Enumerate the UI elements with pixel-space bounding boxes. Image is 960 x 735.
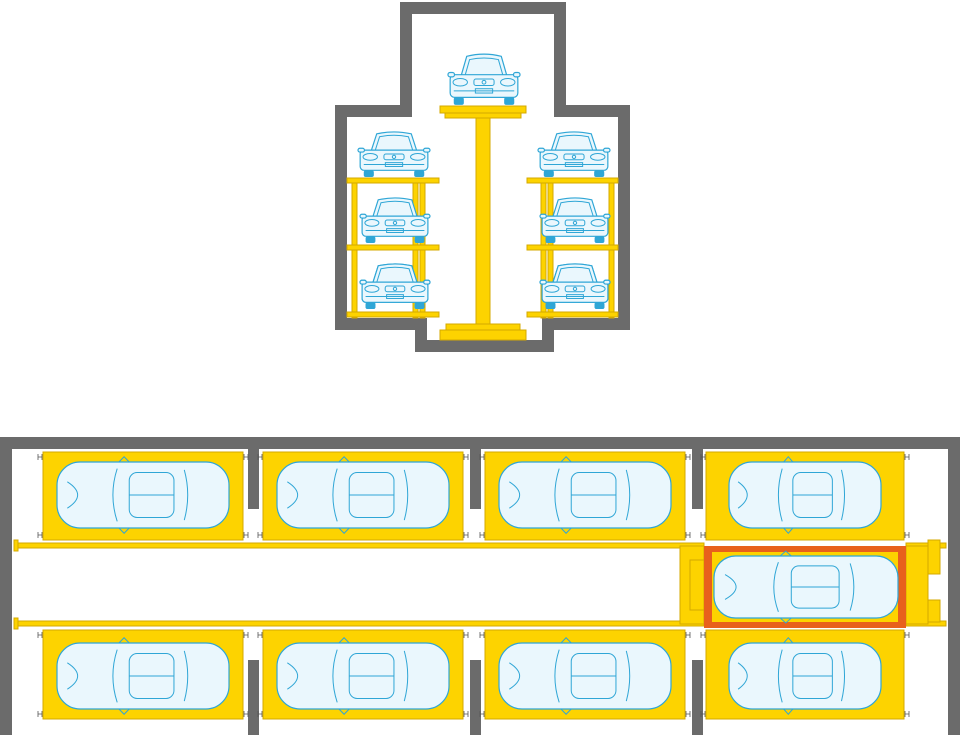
- left-rack: [346, 177, 440, 319]
- elevation-walls: [335, 2, 630, 352]
- pillar: [470, 660, 481, 735]
- parked-car-bottom: [276, 637, 450, 715]
- right-rack: [526, 177, 619, 319]
- parked-car-top: [276, 456, 450, 534]
- pillar: [692, 660, 703, 735]
- rail-top: [13, 542, 705, 549]
- parked-car-top: [498, 456, 672, 534]
- right-rack-car: [539, 197, 611, 244]
- left-rack-car: [359, 263, 431, 310]
- parked-car-bottom: [56, 637, 230, 715]
- right-rack-car: [539, 263, 611, 310]
- parked-car-top: [728, 455, 882, 535]
- lift-car: [447, 53, 521, 105]
- shuttle-car: [713, 550, 899, 624]
- elevation-cars: [357, 53, 611, 310]
- left-rack-car: [359, 197, 431, 244]
- plan-cars: [56, 455, 899, 716]
- upper-right-car: [537, 131, 611, 178]
- parked-car-top: [56, 456, 230, 534]
- elevation-view: [335, 2, 630, 352]
- pillar: [248, 660, 259, 735]
- rail-bottom: [13, 620, 705, 627]
- plan-view: [0, 437, 960, 735]
- upper-left-car: [357, 131, 431, 178]
- parked-car-bottom: [728, 636, 882, 716]
- lift-column: [439, 105, 527, 341]
- pillar: [470, 449, 481, 509]
- pillar: [692, 449, 703, 509]
- pillar: [248, 449, 259, 509]
- parked-car-bottom: [498, 637, 672, 715]
